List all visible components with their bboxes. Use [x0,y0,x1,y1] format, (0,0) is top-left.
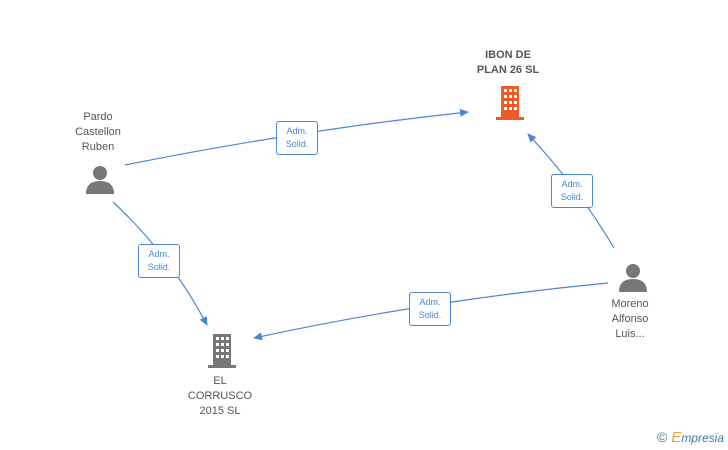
node-corrusco-label[interactable]: EL CORRUSCO 2015 SL [175,374,265,419]
person-icon[interactable] [85,164,115,194]
building-icon[interactable] [206,334,238,368]
corrusco-name-line3: 2015 SL [199,405,241,417]
node-pardo-label[interactable]: Pardo Castellon Ruben [58,110,138,155]
node-moreno-label[interactable]: Moreno Alfonso Luis... [590,297,670,342]
ibon-name-line2: PLAN 26 SL [476,64,540,76]
empresia-logo: ©Empresia [657,429,724,446]
edge-label-line1: Adm. [286,126,308,136]
edge-label-pardo-corrusco[interactable]: Adm. Solid. [138,244,180,278]
moreno-name-line2: Alfonso [611,313,649,325]
pardo-name-line2: Castellon [75,126,121,138]
edge-label-line2: Solid. [285,139,309,149]
edge-label-line2: Solid. [560,192,584,202]
copyright-symbol: © [656,429,668,445]
edge-label-line2: Solid. [418,310,442,320]
brand-name: mpresia [681,431,724,445]
person-icon[interactable] [618,262,648,292]
edge-label-line1: Adm. [148,249,170,259]
corrusco-name-line1: EL [213,375,227,387]
moreno-name-line1: Moreno [611,298,649,310]
edge-label-pardo-ibon[interactable]: Adm. Solid. [276,121,318,155]
pardo-name-line1: Pardo [83,111,113,123]
pardo-name-line3: Ruben [81,141,115,153]
edge-label-moreno-corrusco[interactable]: Adm. Solid. [409,292,451,326]
building-icon[interactable] [494,86,526,120]
brand-initial: E [671,429,682,446]
edge-label-line1: Adm. [419,297,441,307]
edge-label-line1: Adm. [561,179,583,189]
edge-label-moreno-ibon[interactable]: Adm. Solid. [551,174,593,208]
moreno-name-line3: Luis... [615,328,645,340]
node-ibon-label[interactable]: IBON DE PLAN 26 SL [458,48,558,78]
corrusco-name-line2: CORRUSCO [187,390,253,402]
edge-label-line2: Solid. [147,262,171,272]
ibon-name-line1: IBON DE [485,49,531,61]
